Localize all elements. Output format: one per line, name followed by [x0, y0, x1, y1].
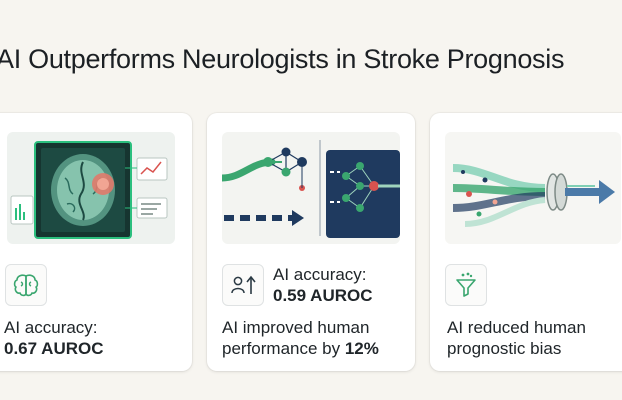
- card-2-improvement-line-2: performance by 12%: [222, 338, 379, 359]
- card-2-accuracy-label: AI accuracy:: [273, 265, 367, 284]
- card-3-line-1: AI reduced human: [447, 318, 586, 337]
- brain-icon: [13, 274, 39, 297]
- brain-scan-illustration: [7, 132, 175, 244]
- person-arrow-icon-box: [222, 264, 264, 306]
- brain-scan-graphic: [10, 141, 168, 239]
- card-ai-accuracy-scan: AI accuracy: 0.67 AUROC: [0, 113, 192, 371]
- card-ai-improvement: AI accuracy: 0.59 AUROC AI improved huma…: [207, 113, 415, 371]
- card-2-improvement-value: 12%: [344, 339, 379, 358]
- card-2-improvement-prefix: performance by: [222, 339, 345, 358]
- bias-filter-illustration: [445, 132, 621, 244]
- bias-filter-graphic: [452, 164, 615, 227]
- card-bias-reduction: AI reduced human prognostic bias: [430, 113, 622, 371]
- person-arrow-up-icon: [231, 275, 256, 294]
- card-2-accuracy-value: 0.59 AUROC: [273, 286, 373, 305]
- page-title: AI Outperforms Neurologists in Stroke Pr…: [0, 44, 565, 74]
- card-3-line-2: prognostic bias: [447, 339, 562, 358]
- funnel-icon: [456, 272, 476, 297]
- card-1-accuracy-label: AI accuracy:: [4, 318, 98, 337]
- card-2-improvement-line-1: AI improved human: [222, 318, 370, 337]
- neural-network-graphic: [222, 140, 400, 238]
- funnel-icon-box: [445, 264, 487, 306]
- card-1-accuracy-value: 0.67 AUROC: [4, 339, 104, 358]
- network-illustration: [222, 132, 400, 244]
- brain-icon-box: [5, 264, 47, 306]
